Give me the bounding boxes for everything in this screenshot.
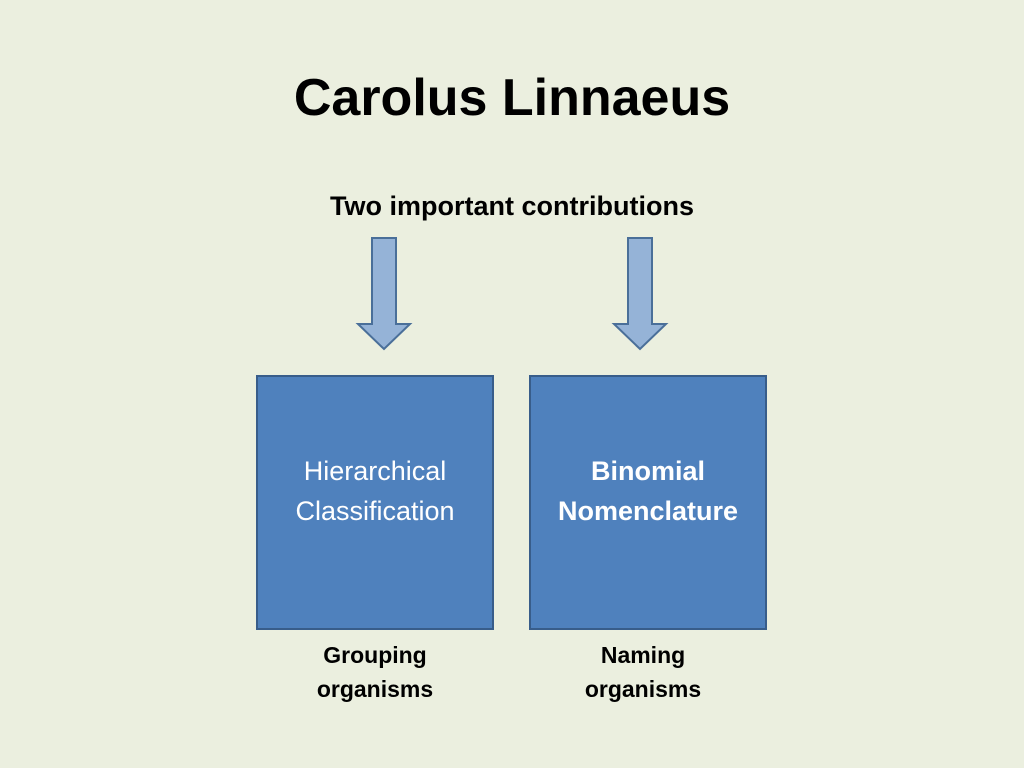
slide-subtitle: Two important contributions xyxy=(330,191,694,221)
box-label-line: Binomial xyxy=(590,455,705,486)
naming-organisms-caption: Naming organisms xyxy=(524,638,762,706)
box-label-line: Nomenclature xyxy=(557,495,739,526)
caption-line: Grouping xyxy=(323,642,427,668)
grouping-organisms-caption: Grouping organisms xyxy=(256,638,494,706)
hierarchical-classification-box: Hierarchical Classification xyxy=(256,375,494,630)
binomial-nomenclature-box: Binomial Nomenclature xyxy=(529,375,767,630)
box-label-line: Classification xyxy=(295,495,455,526)
down-arrow-right-icon xyxy=(611,237,669,351)
box-label-line: Hierarchical xyxy=(303,455,447,486)
caption-line: Naming xyxy=(600,642,686,668)
caption-line: organisms xyxy=(584,676,702,702)
slide-title: Carolus Linnaeus xyxy=(293,69,731,127)
caption-line: organisms xyxy=(316,676,434,702)
down-arrow-left-icon xyxy=(355,237,413,351)
